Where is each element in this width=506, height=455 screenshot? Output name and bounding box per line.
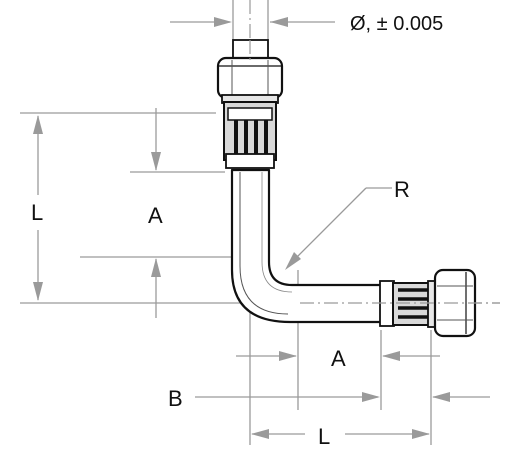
l-horizontal-label: L [318,424,330,449]
diameter-dimension [170,17,335,27]
b-label: B [168,386,183,411]
a-horizontal-dimension [236,351,440,361]
a-horizontal-label: A [331,346,346,371]
l-vertical-label: L [31,200,43,225]
a-vertical-label: A [148,203,163,228]
b-dimension [195,392,490,402]
l-vertical-dimension [33,115,43,301]
radius-leader [285,187,392,270]
tolerance-label: Ø, ± 0.005 [350,13,443,35]
radius-label: R [394,177,410,202]
a-vertical-dimension [151,108,161,318]
l-horizontal-dimension [251,429,430,439]
horizontal-fitting [379,268,477,338]
